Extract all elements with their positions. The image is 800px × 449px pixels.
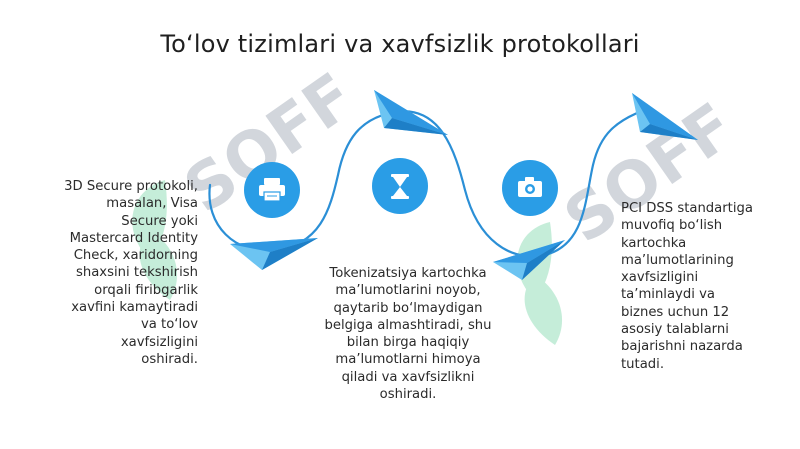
text-line: ma’lumotlarining xyxy=(621,252,734,268)
text-line: orqali firibgarlik xyxy=(94,282,198,298)
paper-plane-2 xyxy=(374,90,448,135)
text-line: muvofiq bo‘lish xyxy=(621,218,723,234)
text-line: PCI DSS standartiga xyxy=(621,201,753,216)
text-line: xavfsizligini xyxy=(120,334,198,350)
text-line: asosiy talablarni xyxy=(621,322,729,338)
text-line: Check, xaridorning xyxy=(73,248,198,264)
paper-plane-4 xyxy=(632,93,698,140)
text-line: bilan birga haqiqiy xyxy=(346,335,470,351)
icon-circle-hourglass xyxy=(372,158,428,214)
text-line: ta’minlaydi va xyxy=(621,287,715,303)
text-line: Tokenizatsiya kartochka xyxy=(329,266,487,281)
text-line: Secure yoki xyxy=(121,213,198,229)
printer-icon xyxy=(259,178,285,202)
text-line: qaytarib bo‘lmaydigan xyxy=(333,300,483,316)
camera-icon xyxy=(518,177,542,197)
hourglass-icon xyxy=(391,174,409,199)
text-line: xavfsizligini xyxy=(621,270,699,286)
text-line: oshiradi. xyxy=(379,387,437,403)
page-title: To‘lov tizimlari va xavfsizlik protokoll… xyxy=(160,30,640,58)
text-line: shaxsini tekshirish xyxy=(76,265,198,281)
text-line: belgiga almashtiradi, shu xyxy=(324,317,492,333)
icon-circle-printer xyxy=(244,162,300,218)
text-line: bajarishni nazarda xyxy=(621,339,743,355)
text-line: ma’lumotlarini noyob, xyxy=(335,283,481,299)
text-line: biznes uchun 12 xyxy=(621,304,730,320)
text-line: qiladi va xavfsizlikni xyxy=(341,369,475,385)
text-line: xavfini kamaytiradi xyxy=(71,300,198,316)
paper-plane-1 xyxy=(230,238,318,270)
text-line: tutadi. xyxy=(621,356,665,372)
text-line: oshiradi. xyxy=(141,351,198,367)
icon-circle-camera xyxy=(502,160,558,216)
text-line: kartochka xyxy=(621,235,687,251)
text-line: Mastercard Identity xyxy=(69,230,198,246)
text-block-tokenization: Tokenizatsiya kartochka ma’lumotlarini no… xyxy=(298,265,518,403)
text-line: 3D Secure protokoli, xyxy=(64,179,198,194)
watermark-leaf-left xyxy=(132,180,167,260)
text-line: masalan, Visa xyxy=(106,196,198,212)
paper-plane-3 xyxy=(493,240,565,280)
text-line: ma’lumotlarni himoya xyxy=(335,352,481,368)
text-line: va to‘lov xyxy=(140,317,198,333)
